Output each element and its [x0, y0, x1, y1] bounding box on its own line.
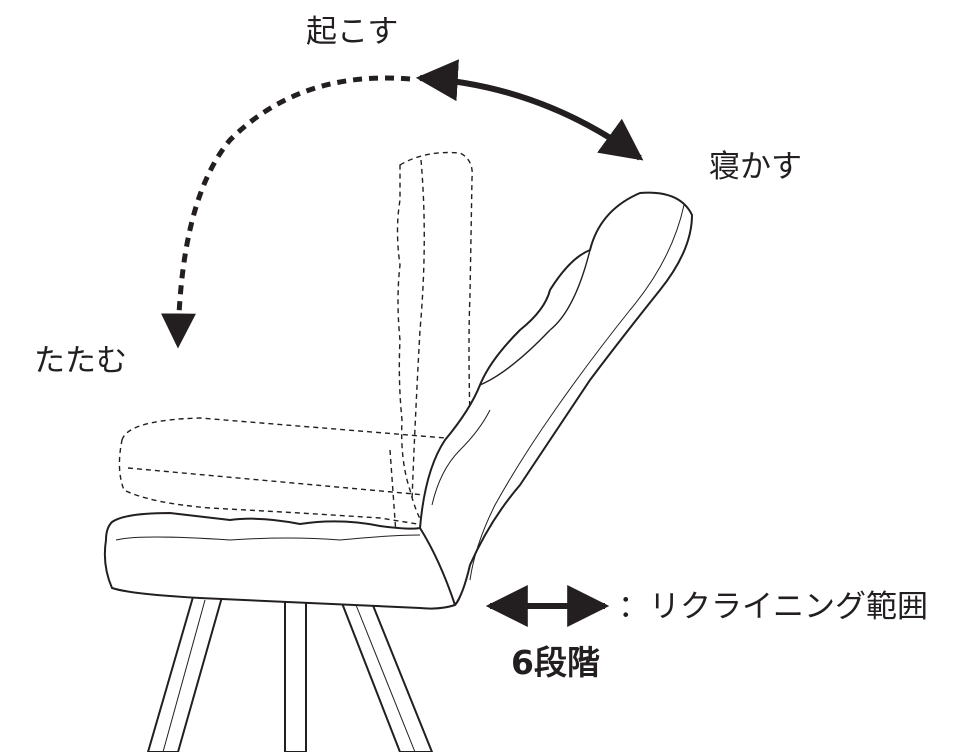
- fold-label: たたむ: [34, 343, 127, 379]
- folded-seat-ghost-seam: [127, 467, 481, 501]
- back-right-leg: [339, 597, 433, 752]
- upright-backrest-ghost-seam: [411, 159, 425, 501]
- chair-legs: [147, 596, 433, 752]
- backrest-inner-edge: [431, 409, 491, 506]
- front-left-leg-groove: [162, 599, 206, 752]
- backrest-pad-seam-2: [549, 249, 591, 331]
- center-leg: [284, 599, 307, 752]
- backrest-pad-seam-1: [479, 329, 551, 386]
- front-left-leg: [147, 596, 223, 752]
- steps-label: 6段階: [511, 643, 600, 682]
- backrest: [419, 191, 693, 606]
- backrest-piping: [469, 204, 685, 581]
- seat-cushion-piping: [115, 534, 421, 541]
- raise-label: 起こす: [306, 14, 399, 50]
- seat-cushion: [103, 512, 463, 610]
- upright-backrest-ghost: [396, 151, 473, 546]
- recline-range-legend: ：リクライニング範囲: [618, 589, 928, 625]
- reclined-chair: [103, 191, 693, 610]
- recline-arrow: [415, 59, 644, 161]
- back-right-leg-groove: [353, 599, 416, 752]
- recline-label: 寝かす: [709, 149, 802, 185]
- fold-arrow: [160, 75, 411, 349]
